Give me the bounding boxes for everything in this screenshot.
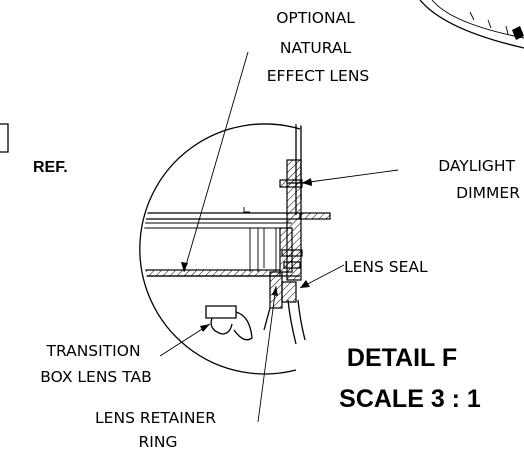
ref-label: REF. [33, 159, 68, 176]
natural-lens-label: OPTIONAL NATURAL EFFECT LENS [267, 9, 370, 85]
retainer-ring-line-1: LENS RETAINER [95, 409, 216, 427]
transition-tab-line-1: TRANSITION [46, 342, 141, 360]
natural-lens-line-1: OPTIONAL [276, 9, 355, 27]
retainer-ring-label: LENS RETAINER RING [95, 409, 221, 451]
daylight-dimmer-line-1: DAYLIGHT [438, 157, 515, 175]
natural-lens-line-3: EFFECT LENS [267, 67, 370, 85]
lens-assembly [143, 124, 331, 345]
detail-circle [139, 123, 301, 375]
reference-bracket [0, 123, 9, 153]
transition-tab-line-2: BOX LENS TAB [40, 368, 151, 386]
leader-lines [159, 51, 399, 423]
parent-view-fragment [419, 0, 524, 49]
retainer-ring-line-2: RING [139, 433, 178, 451]
daylight-dimmer-label: DAYLIGHT DIMMER [438, 157, 520, 202]
detail-title: DETAIL F [347, 344, 457, 372]
lens-seal-label: LENS SEAL [344, 258, 428, 276]
transition-tab-label: TRANSITION BOX LENS TAB [40, 342, 151, 386]
detail-scale: SCALE 3 : 1 [339, 385, 481, 413]
natural-lens-line-2: NATURAL [280, 39, 352, 57]
daylight-dimmer-line-2: DIMMER [456, 184, 520, 202]
